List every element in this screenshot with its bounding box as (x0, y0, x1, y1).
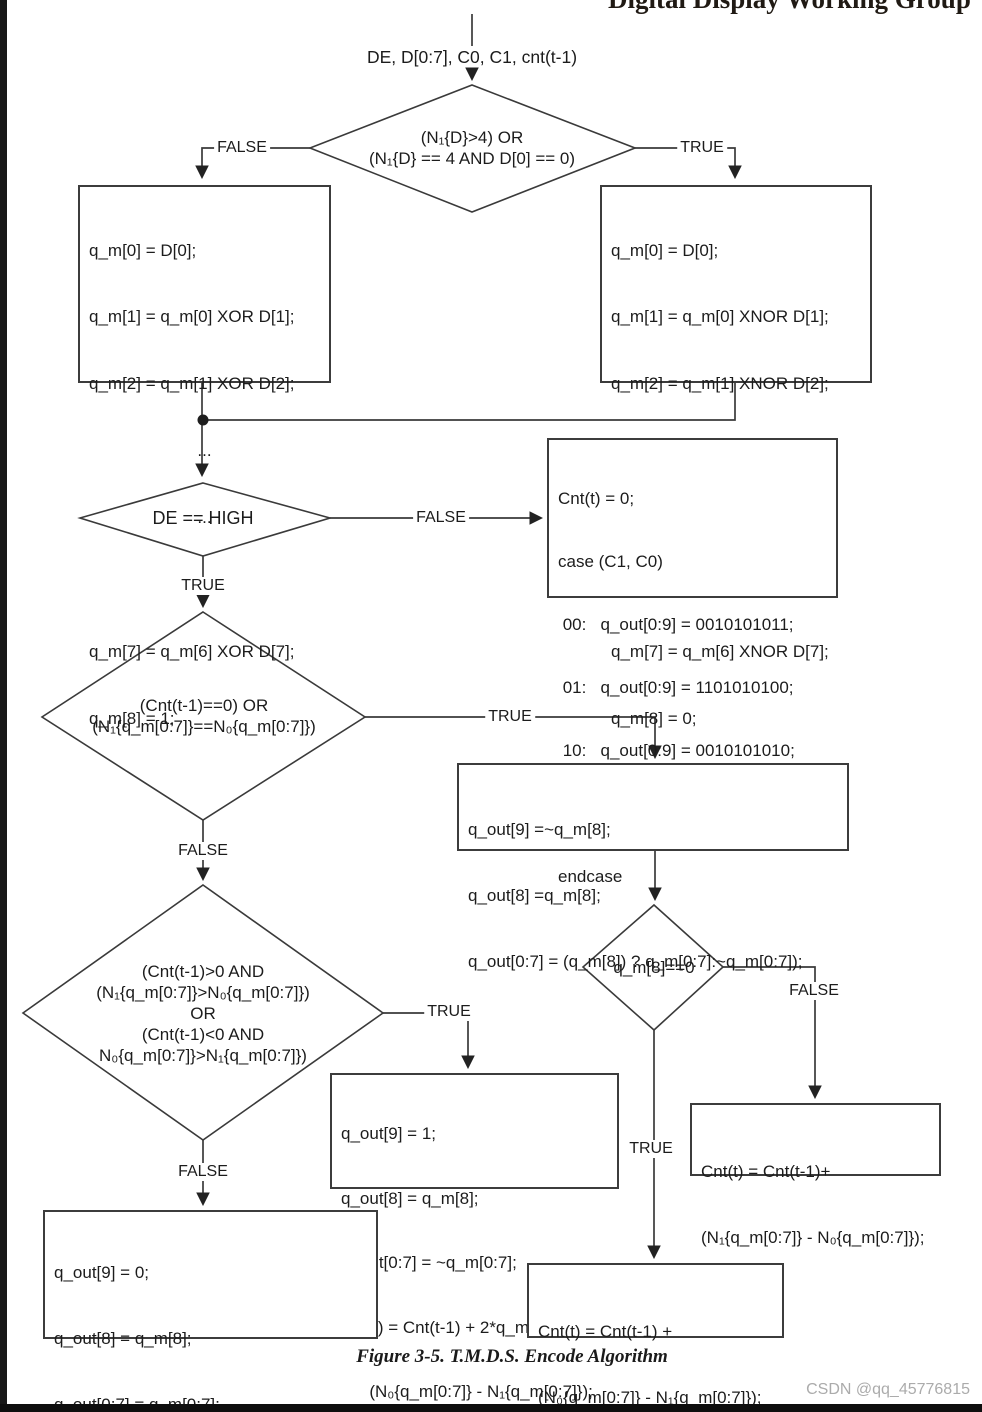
decision-3-text: (Cnt(t-1)==0) OR (N₁{q_m[0:7]}==N₀{q_m[0… (92, 696, 316, 736)
process-box-control-case: Cnt(t) = 0; case (C1, C0) 00: q_out[0:9]… (547, 438, 838, 886)
page-header-clipped: Digital Display Working Group (608, 0, 982, 15)
edge-xnor-down (204, 382, 736, 421)
scan-edge-left (0, 0, 7, 1412)
edge-label-d4-true: TRUE (424, 1003, 474, 1021)
edge-d5-false (723, 966, 822, 1100)
watermark-text: CSDN @qq_45776815 (806, 1381, 970, 1398)
process-box-cnt-true: Cnt(t) = Cnt(t-1) + (N₀{q_m[0:7]} - N₁{q… (527, 1263, 784, 1407)
edge-d4-true (383, 1012, 475, 1070)
edge-label-d3-false: FALSE (175, 842, 231, 860)
process-box-qout-true: q_out[9] =~q_m[8]; q_out[8] =q_m[8]; q_o… (457, 763, 849, 971)
edge-label-d1-true: TRUE (677, 139, 727, 157)
scan-edge-bottom (0, 1404, 982, 1412)
process-box-xor: q_m[0] = D[0]; q_m[1] = q_m[0] XOR D[1];… (78, 185, 331, 728)
start-inputs-label: DE, D[0:7], C0, C1, cnt(t-1) (366, 47, 578, 67)
decision-1-text: (N₁{D}>4) OR (N₁{D} == 4 AND D[0] == 0) (368, 128, 576, 168)
edge-label-d2-true: TRUE (178, 577, 228, 595)
process-box-qout-cond: q_out[9] = 1; q_out[8] = q_m[8]; q_out[0… (330, 1073, 619, 1401)
decision-2-text: DE == HIGH (152, 507, 254, 528)
decision-1-shape (307, 84, 638, 213)
edge-label-d4-false: FALSE (175, 1163, 231, 1181)
decision-4-text: (Cnt(t-1)>0 AND (N₁{q_m[0:7]}>N₀{q_m[0:7… (96, 961, 310, 1065)
decision-5-text: q_m[8]==0 (613, 957, 695, 977)
edge-label-d1-false: FALSE (214, 139, 270, 157)
process-box-xnor: q_m[0] = D[0]; q_m[1] = q_m[0] XNOR D[1]… (600, 185, 872, 728)
edge-label-d2-false: FALSE (413, 509, 469, 527)
edge-label-d3-true: TRUE (485, 708, 535, 726)
edge-label-d5-true: TRUE (626, 1140, 676, 1158)
edge-d1-false (195, 147, 310, 180)
edge-d3-true (365, 716, 662, 760)
edge-d1-true (635, 147, 742, 180)
figure-caption: Figure 3-5. T.M.D.S. Encode Algorithm (356, 1346, 668, 1367)
junction-dot (197, 414, 209, 426)
process-box-qout-false: q_out[9] = 0; q_out[8] = q_m[8]; q_out[0… (43, 1210, 378, 1412)
process-box-cnt-false: Cnt(t) = Cnt(t-1)+ (N₁{q_m[0:7]} - N₀{q_… (690, 1103, 941, 1247)
edge-label-d5-false: FALSE (786, 982, 842, 1000)
